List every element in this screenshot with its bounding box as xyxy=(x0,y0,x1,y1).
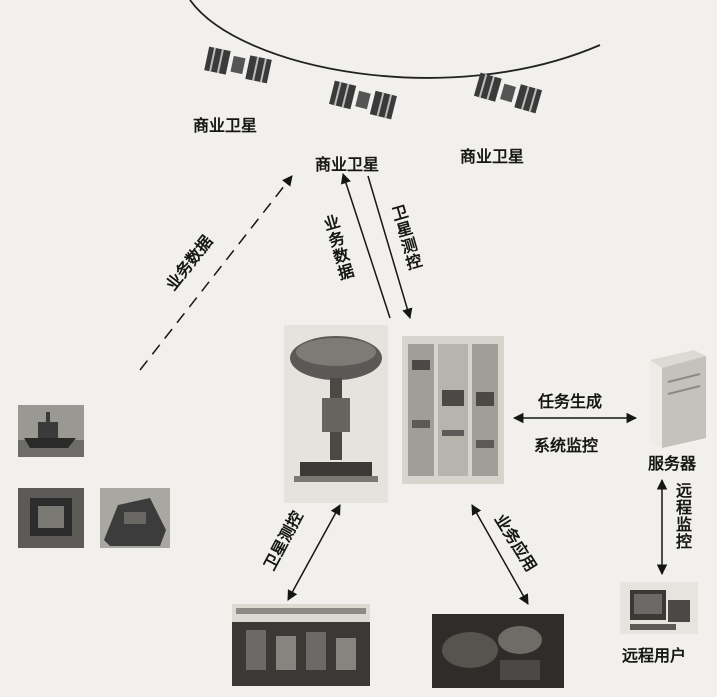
task-generation-label: 任务生成 xyxy=(538,388,602,412)
satellite-label-center: 商业卫星 xyxy=(315,151,379,175)
satellite-icon-center xyxy=(329,81,397,120)
remote-user-label: 远程用户 xyxy=(622,642,686,666)
satellite-icon-left xyxy=(204,47,272,84)
business-application-photo xyxy=(432,614,564,688)
remote-monitoring-label: 远程监控 xyxy=(670,482,694,550)
satellite-label-right: 商业卫星 xyxy=(460,143,524,167)
vehicle-photo xyxy=(100,488,170,548)
control-center-photo xyxy=(232,604,370,686)
equipment-rack-photo xyxy=(402,336,504,484)
server-label: 服务器 xyxy=(648,450,696,474)
server-icon xyxy=(650,350,706,448)
satellite-dish-photo xyxy=(284,325,388,503)
ship-photo xyxy=(18,405,84,457)
satellite-label-left: 商业卫星 xyxy=(193,112,257,136)
system-monitoring-label: 系统监控 xyxy=(534,432,598,456)
satellite-icon-right xyxy=(474,73,542,114)
remote-user-computer-icon xyxy=(620,582,698,634)
service-data-arrow xyxy=(343,174,390,318)
portable-terminal-photo xyxy=(18,488,84,548)
